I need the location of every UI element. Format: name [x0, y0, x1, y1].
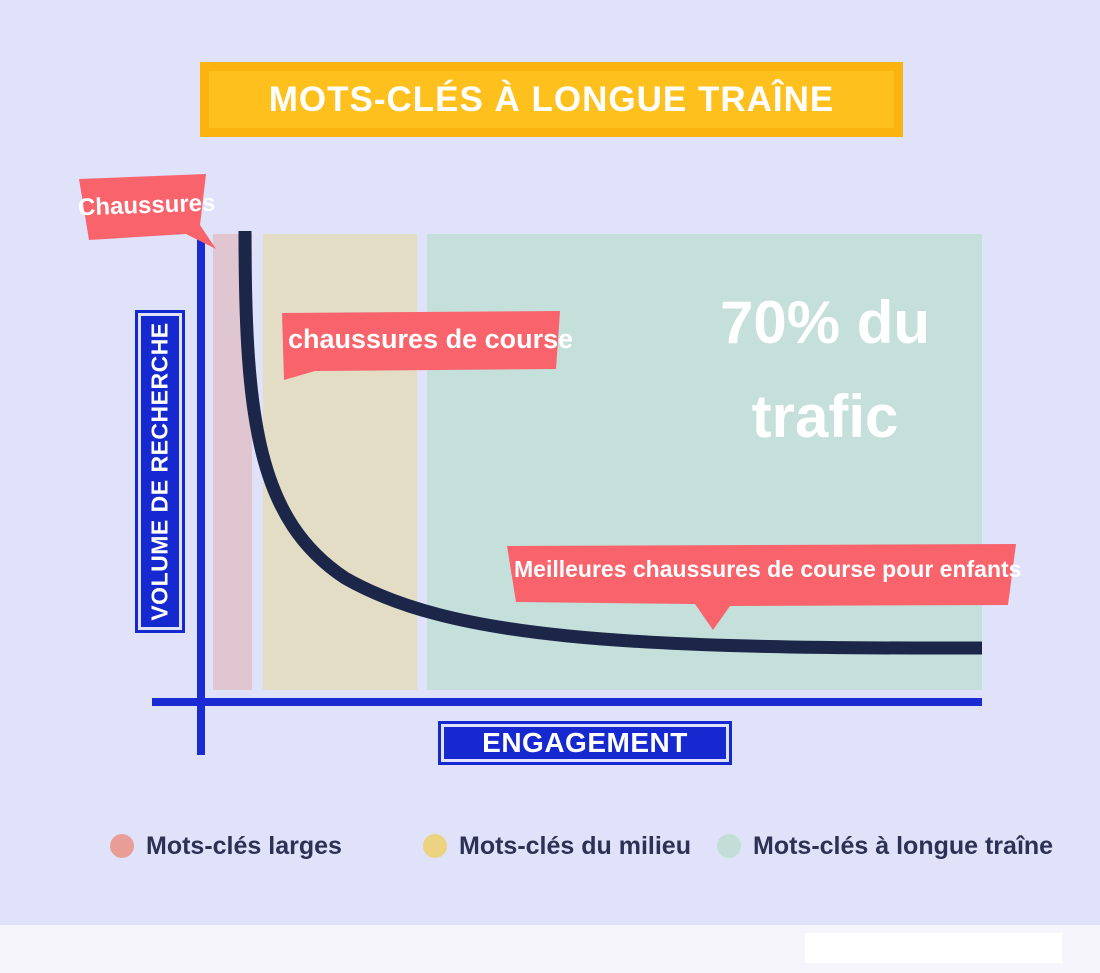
- demand-curve: [238, 230, 983, 655]
- traffic-share-note: 70% du trafic: [719, 289, 931, 451]
- bottom-right-white-box: [805, 933, 1062, 963]
- speech-bubble-shape: [79, 174, 216, 249]
- y-axis-label-box: VOLUME DE RECHERCHE: [135, 310, 185, 633]
- legend-item-longtail: Mots-clés à longue traîne: [717, 831, 1054, 860]
- x-axis-label: ENGAGEMENT: [482, 727, 688, 758]
- legend-label-broad: Mots-clés larges: [146, 831, 342, 860]
- callout-longtail-keyword: Meilleures chaussures de course pour enf…: [500, 538, 1022, 634]
- legend-label-middle: Mots-clés du milieu: [459, 831, 691, 860]
- legend-item-middle: Mots-clés du milieu: [423, 831, 691, 860]
- x-axis-line: [152, 698, 982, 706]
- callout-broad-keyword: Chaussures: [72, 170, 222, 255]
- speech-bubble-shape: [507, 544, 1016, 630]
- legend-dot-middle: [423, 834, 447, 858]
- legend-dot-broad: [110, 834, 134, 858]
- callout-longtail-keyword-label: Meilleures chaussures de course pour enf…: [514, 556, 1022, 582]
- y-axis-line: [197, 238, 205, 755]
- callout-middle-keyword: chaussures de course: [278, 306, 574, 384]
- speech-bubble-shape: [282, 311, 560, 380]
- callout-middle-keyword-label: chaussures de course: [288, 324, 574, 354]
- callout-broad-keyword-label: Chaussures: [77, 189, 216, 222]
- legend-label-longtail: Mots-clés à longue traîne: [753, 831, 1054, 860]
- legend-dot-longtail: [717, 834, 741, 858]
- x-axis-label-box: ENGAGEMENT: [438, 721, 732, 765]
- y-axis-label: VOLUME DE RECHERCHE: [146, 322, 173, 621]
- title-banner: MOTS-CLÉS À LONGUE TRAÎNE: [200, 62, 903, 137]
- zone-middle-keywords: [263, 234, 417, 690]
- legend-item-broad: Mots-clés larges: [110, 831, 342, 860]
- page-title: MOTS-CLÉS À LONGUE TRAÎNE: [268, 79, 835, 119]
